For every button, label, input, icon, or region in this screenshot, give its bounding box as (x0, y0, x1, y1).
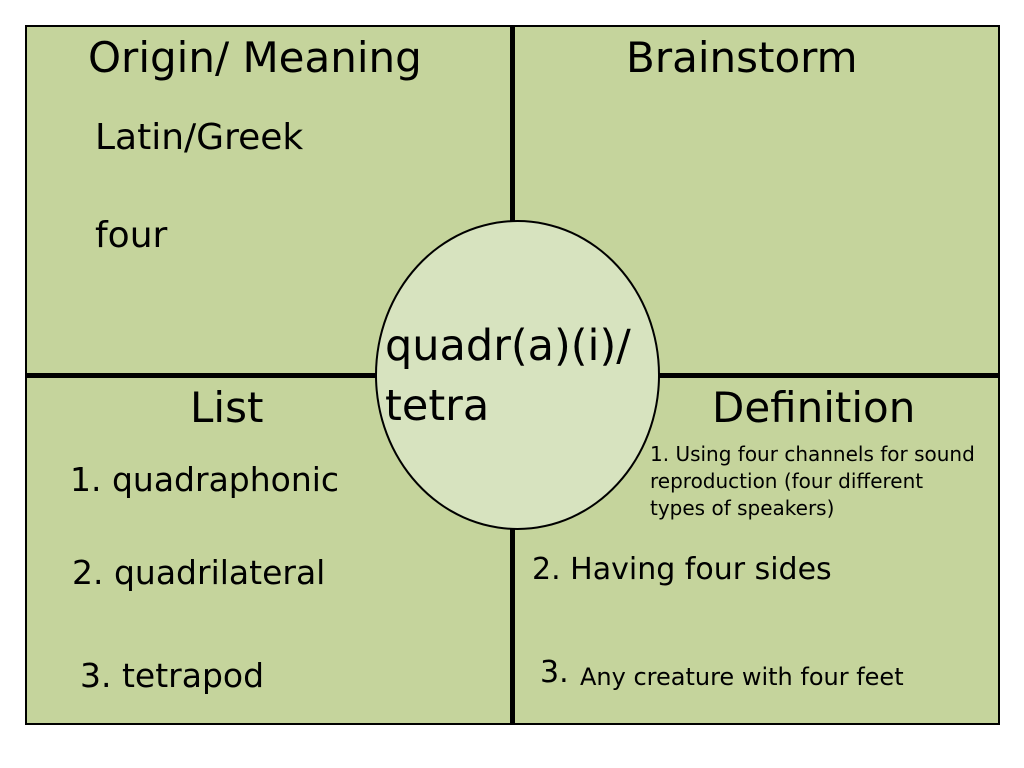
list-item-3: 3. tetrapod (80, 656, 265, 695)
origin-line-1: Latin/Greek (95, 117, 304, 158)
center-word-line-1: quadr(a)(i)/ (385, 321, 631, 371)
definition-item-2: 2. Having four sides (532, 552, 832, 587)
center-word-circle (375, 220, 660, 530)
list-item-2: 2. quadrilateral (72, 553, 326, 592)
list-item-1: 1. quadraphonic (70, 460, 340, 499)
list-title: List (190, 383, 264, 432)
definition-item-3-text: Any creature with four feet (580, 663, 904, 691)
brainstorm-title: Brainstorm (626, 33, 858, 82)
origin-title: Origin/ Meaning (88, 33, 422, 82)
center-word-line-2: tetra (385, 381, 490, 431)
definition-item-1: 1. Using four channels for sound reprodu… (650, 442, 975, 520)
origin-line-2: four (95, 215, 168, 256)
definition-title: Definition (712, 383, 916, 432)
definition-item-3-number: 3. (540, 655, 569, 690)
